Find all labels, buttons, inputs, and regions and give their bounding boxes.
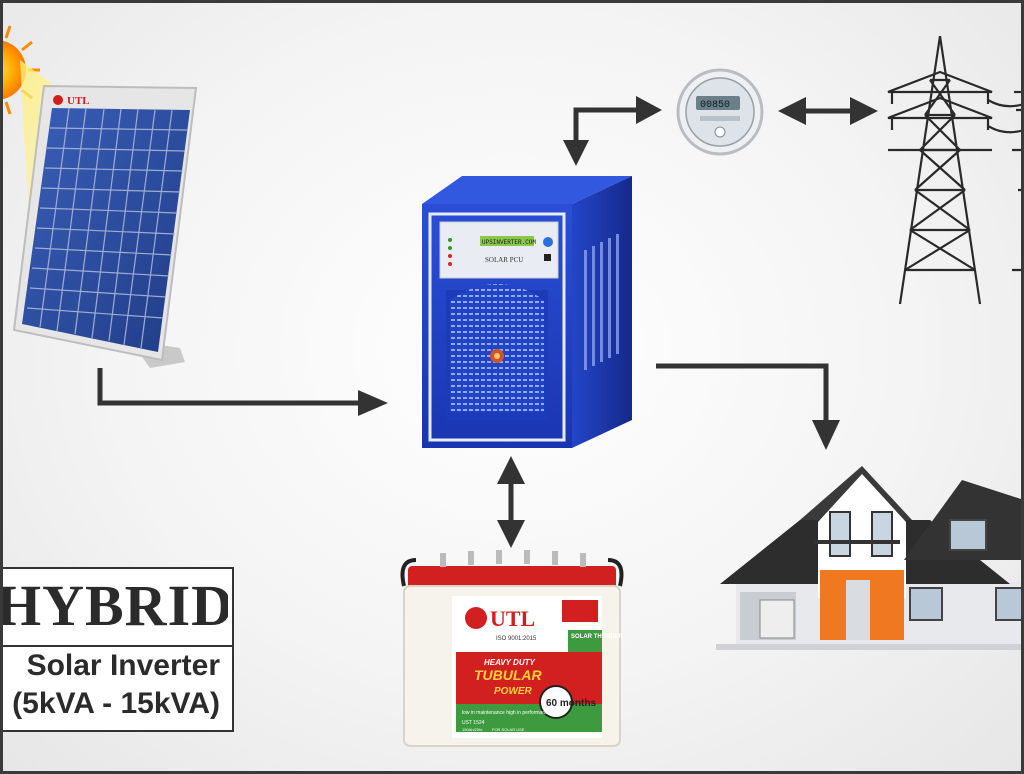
title-box: HYBRID Solar Inverter (5kVA - 15kVA) [0, 567, 234, 732]
svg-text:UTL: UTL [490, 606, 535, 631]
flow-arrows [97, 96, 878, 548]
title-line-1: Solar Inverter [26, 649, 220, 682]
inverter-to-house-arrow [656, 363, 829, 424]
utl-logo-icon: UTL [53, 95, 90, 107]
svg-text:UPSINVERTER.COM: UPSINVERTER.COM [482, 239, 536, 246]
svg-text:ISO 9001:2015: ISO 9001:2015 [496, 636, 537, 642]
svg-text:00850: 00850 [700, 100, 730, 111]
svg-text:UST 1524: UST 1524 [462, 720, 485, 726]
solar-pcu-inverter: UPSINVERTER.COM SOLAR PCU [422, 176, 632, 448]
warranty-badge [539, 685, 573, 719]
title-line-2: (5kVA - 15kVA) [12, 687, 220, 720]
svg-text:TUBULAR: TUBULAR [474, 667, 543, 683]
inverter-battery-arrowhead-down [497, 520, 525, 548]
energy-meter: 00850 [676, 68, 764, 156]
panel-to-inverter-arrow [97, 368, 366, 406]
title-heading: HYBRID [0, 573, 228, 638]
title-divider [0, 645, 232, 647]
svg-text:UTL: UTL [67, 95, 90, 107]
status-leds [448, 238, 452, 266]
solar-panel: UTL [12, 84, 198, 368]
svg-text:POWER: POWER [494, 686, 533, 697]
svg-text:150Ah/20hr: 150Ah/20hr [462, 727, 483, 732]
power-switch-icon [544, 254, 551, 261]
inverter-battery-arrowhead-up [497, 456, 525, 484]
control-panel: UPSINVERTER.COM SOLAR PCU [439, 221, 559, 279]
svg-text:FOR SOLAR USE: FOR SOLAR USE [492, 727, 525, 732]
inverter-logo-icon [490, 349, 504, 363]
house [716, 466, 1024, 650]
panel-to-inverter-arrowhead [358, 390, 388, 416]
meter-grid-arrowhead-left [778, 97, 806, 125]
inverter-meter-arrowhead-right [636, 96, 662, 124]
svg-text:SOLAR THUNDER: SOLAR THUNDER [571, 634, 624, 640]
meter-grid-arrowhead-right [850, 97, 878, 125]
inverter-meter-arrowhead-down [563, 140, 589, 166]
svg-text:low in maintenance high in per: low in maintenance high in performance [462, 710, 551, 716]
svg-text:60 months: 60 months [546, 698, 596, 709]
power-grid-tower [887, 35, 1024, 305]
svg-text:HEAVY DUTY: HEAVY DUTY [484, 658, 535, 667]
svg-text:SOLAR PCU: SOLAR PCU [485, 256, 523, 264]
tubular-battery: UTL ISO 9001:2015 SOLAR THUNDER HEAVY DU… [400, 550, 624, 747]
fan-icon [543, 237, 553, 247]
inverter-meter-arrow [573, 107, 640, 144]
inverter-to-house-arrowhead [812, 420, 840, 450]
battery-logo-icon: UTL [465, 606, 535, 631]
